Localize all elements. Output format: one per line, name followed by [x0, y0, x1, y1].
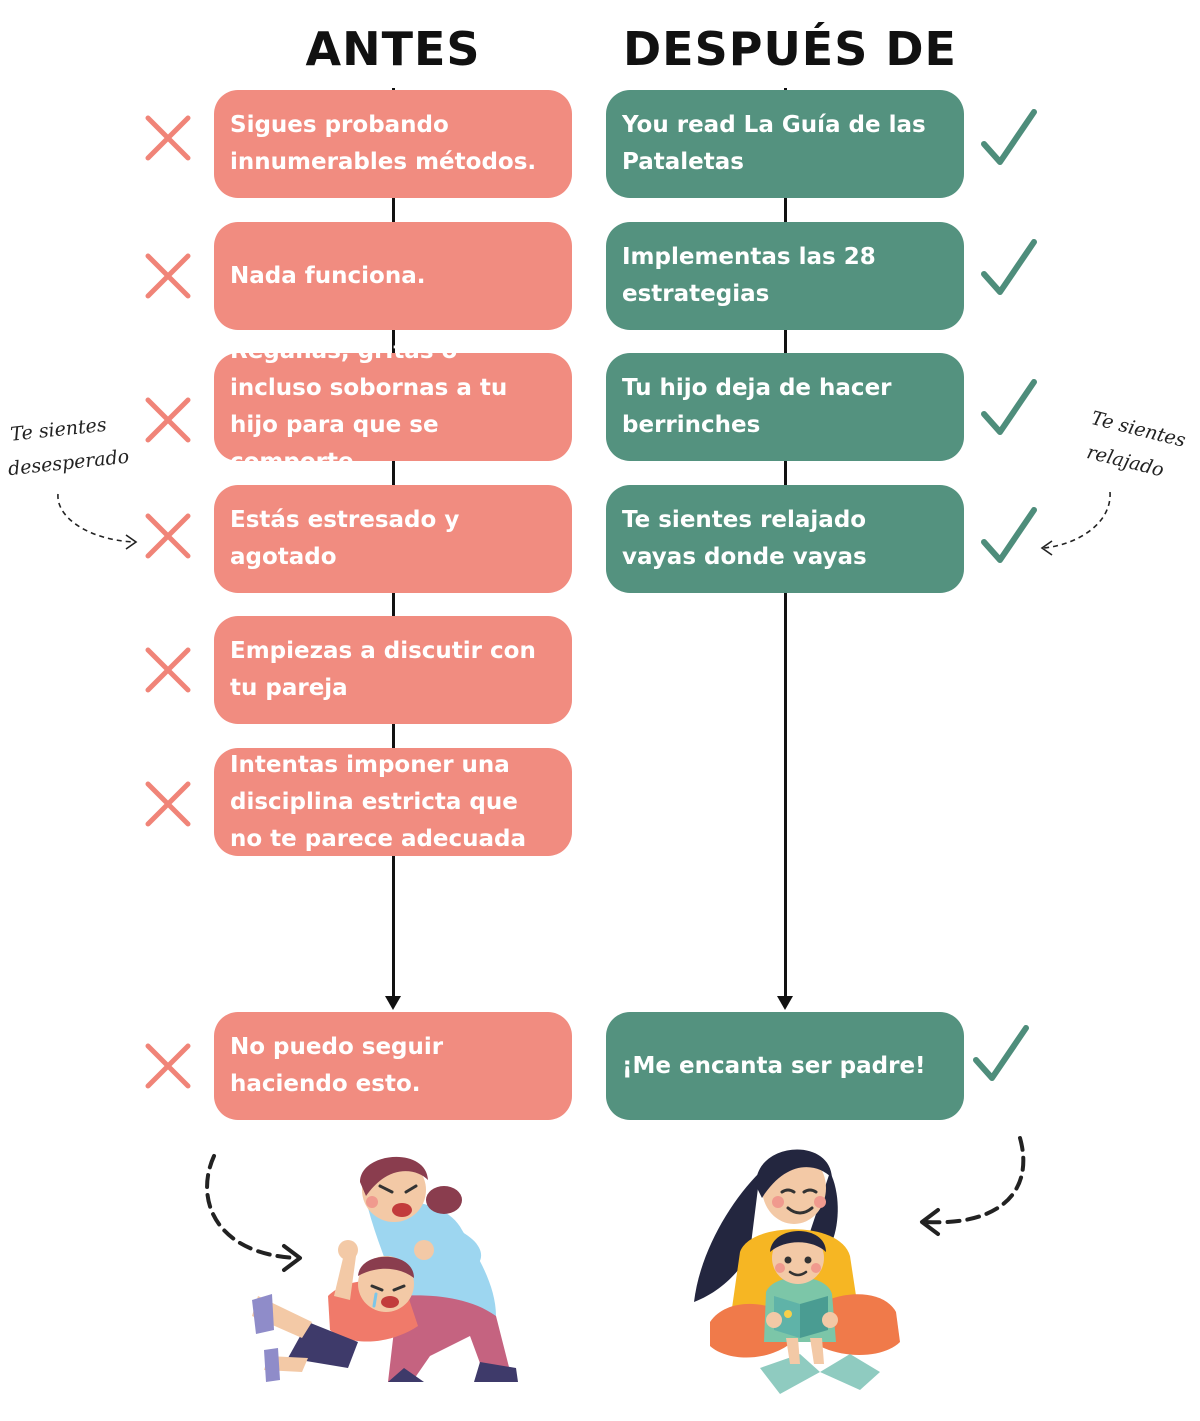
before-step-text: Regañas, gritas o incluso sobornas a tu … — [230, 338, 508, 475]
note-after: Te sientes relajado — [1079, 401, 1189, 490]
after-step-text: Te sientes relajado vayas donde vayas — [622, 507, 867, 570]
after-flow-arrow-icon — [777, 996, 793, 1010]
after-step-box: You read La Guía de las Pataletas — [606, 90, 964, 198]
before-step-text: Nada funciona. — [230, 262, 426, 289]
before-step-box: Estás estresado y agotado — [214, 485, 572, 593]
curved-arrow-icon — [205, 1154, 302, 1272]
check-icon — [981, 109, 1037, 165]
check-icon — [981, 507, 1037, 563]
after-step-text: Tu hijo deja de hacer berrinches — [622, 375, 892, 438]
check-icon — [981, 379, 1037, 435]
after-step-box: Implementas las 28 estrategias — [606, 222, 964, 330]
note-before-arrow-icon — [57, 493, 138, 550]
before-final-text: No puedo seguir haciendo esto. — [230, 1034, 444, 1097]
heading-before: ANTES — [305, 22, 481, 76]
heading-after: DESPUÉS DE — [623, 22, 957, 76]
before-final-box: No puedo seguir haciendo esto. — [214, 1012, 572, 1120]
cross-icon — [145, 647, 191, 693]
cross-icon — [145, 1043, 191, 1089]
cross-icon — [145, 253, 191, 299]
cross-icon — [145, 781, 191, 827]
before-step-text: Intentas imponer una disciplina estricta… — [230, 751, 527, 852]
cross-icon — [145, 513, 191, 559]
before-flow-arrow-icon — [385, 996, 401, 1010]
check-icon — [981, 239, 1037, 295]
cross-icon — [145, 397, 191, 443]
before-step-text: Estás estresado y agotado — [230, 507, 460, 570]
before-step-box: Intentas imponer una disciplina estricta… — [214, 748, 572, 856]
note-after-arrow-icon — [1040, 491, 1111, 556]
parent-child-tantrum-illustration — [252, 1156, 518, 1382]
curved-arrow-icon — [920, 1136, 1026, 1236]
check-icon — [973, 1025, 1029, 1081]
mother-reading-with-child-illustration — [694, 1149, 900, 1394]
after-final-text: ¡Me encanta ser padre! — [622, 1052, 926, 1079]
after-step-text: You read La Guía de las Pataletas — [622, 112, 926, 175]
before-step-box: Empiezas a discutir con tu pareja — [214, 616, 572, 724]
after-step-text: Implementas las 28 estrategias — [622, 244, 876, 307]
before-step-box: Sigues probando innumerables métodos. — [214, 90, 572, 198]
after-step-box: Te sientes relajado vayas donde vayas — [606, 485, 964, 593]
before-step-text: Empiezas a discutir con tu pareja — [230, 638, 536, 701]
after-final-box: ¡Me encanta ser padre! — [606, 1012, 964, 1120]
after-step-box: Tu hijo deja de hacer berrinches — [606, 353, 964, 461]
cross-icon — [145, 115, 191, 161]
before-step-box: Regañas, gritas o incluso sobornas a tu … — [214, 338, 572, 475]
before-step-text: Sigues probando innumerables métodos. — [230, 112, 537, 175]
note-before: Te sientes desesperado — [3, 406, 131, 486]
before-step-box: Nada funciona. — [214, 222, 572, 330]
